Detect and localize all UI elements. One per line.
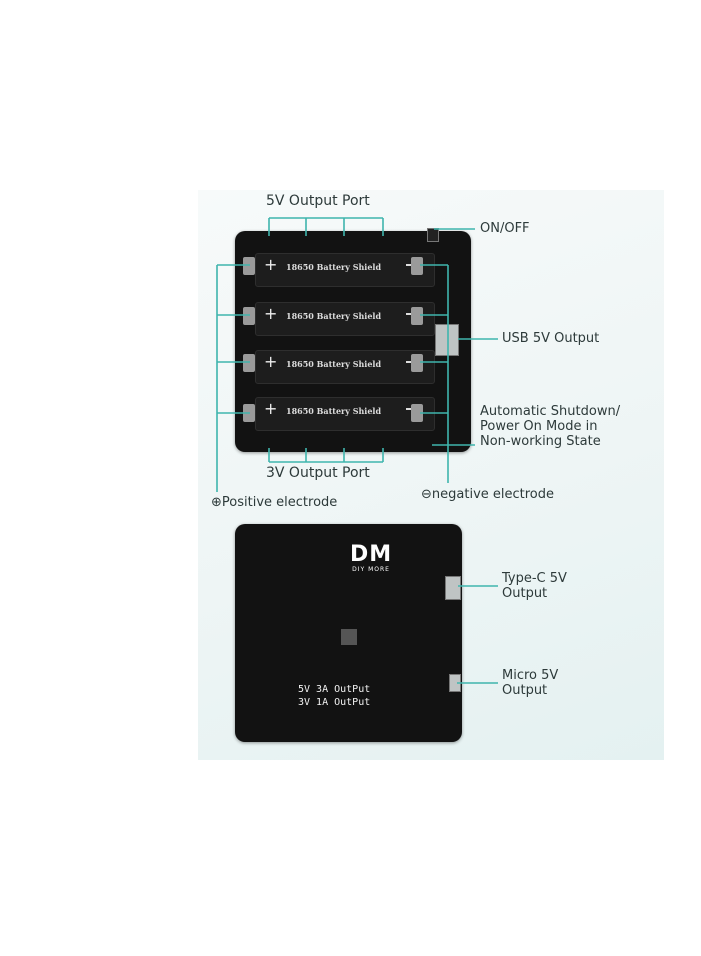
label-auto-shutdown: Automatic Shutdown/ Power On Mode in Non… <box>480 404 620 449</box>
battery-shield-back: DM DIY MORE 5V 3A OutPut 3V 1A OutPut <box>235 524 462 742</box>
silk-output-3v: 3V 1A OutPut <box>298 697 371 708</box>
positive-icon: ⊕ <box>211 495 222 510</box>
cell-label: 18650 Battery Shield <box>286 262 382 272</box>
label-usb-5v-output: USB 5V Output <box>502 331 600 346</box>
plus-mark: + <box>264 399 278 418</box>
terminal-clip <box>243 257 255 275</box>
cell-label: 18650 Battery Shield <box>286 311 382 321</box>
label-on-off: ON/OFF <box>480 221 530 236</box>
label-5v-output-port: 5V Output Port <box>266 193 370 209</box>
battery-slot: +18650 Battery Shield <box>255 302 435 336</box>
micro-line: Micro 5V <box>502 668 559 683</box>
battery-shield-front: +18650 Battery Shield +18650 Battery Shi… <box>235 228 471 452</box>
terminal-clip <box>243 354 255 372</box>
silk-output-5v: 5V 3A OutPut <box>298 684 371 695</box>
type-c-line: Type-C 5V <box>502 571 567 586</box>
label-negative-electrode: ⊖negative electrode <box>421 487 554 502</box>
terminal-clip <box>411 404 423 422</box>
plus-mark: + <box>264 255 278 274</box>
diymore-logo: DM DIY MORE <box>350 542 393 574</box>
battery-slot: +18650 Battery Shield <box>255 350 435 384</box>
plus-mark: + <box>264 304 278 323</box>
terminal-clip <box>411 257 423 275</box>
usb-c-port <box>445 576 461 600</box>
terminal-clip <box>411 354 423 372</box>
positive-text: Positive electrode <box>221 495 338 510</box>
ic-chip <box>341 629 357 645</box>
power-switch <box>427 228 439 242</box>
label-positive-electrode: ⊕Positive electrode <box>211 495 337 510</box>
terminal-clip <box>411 307 423 325</box>
label-type-c-output: Type-C 5V Output <box>502 571 567 601</box>
plus-mark: + <box>264 352 278 371</box>
type-c-line: Output <box>502 586 548 601</box>
cell-label: 18650 Battery Shield <box>286 359 382 369</box>
cell-label: 18650 Battery Shield <box>286 406 382 416</box>
logo-mark: DM <box>350 542 393 567</box>
usb-a-port <box>435 324 459 356</box>
logo-subtext: DIY MORE <box>352 566 390 573</box>
auto-shutdown-line: Power On Mode in <box>480 419 598 434</box>
label-3v-output-port: 3V Output Port <box>266 465 370 481</box>
label-micro-output: Micro 5V Output <box>502 668 558 698</box>
negative-text: negative electrode <box>431 487 555 502</box>
micro-line: Output <box>502 683 548 698</box>
auto-shutdown-line: Non-working State <box>480 434 601 449</box>
battery-slot: +18650 Battery Shield <box>255 397 435 431</box>
terminal-clip <box>243 307 255 325</box>
auto-shutdown-line: Automatic Shutdown/ <box>480 404 621 419</box>
negative-icon: ⊖ <box>421 487 432 502</box>
